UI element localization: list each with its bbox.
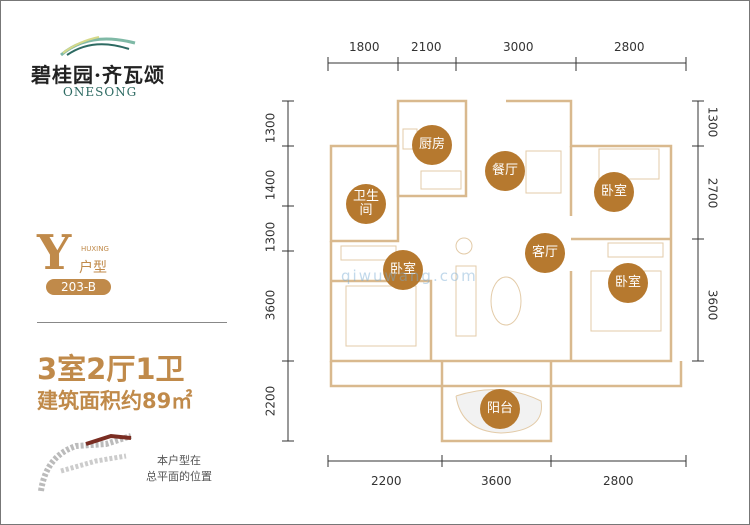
unit-type-huxing: HUXING bbox=[81, 245, 109, 253]
site-plan-thumbnail bbox=[38, 433, 132, 492]
location-note-line2: 总平面的位置 bbox=[146, 470, 212, 483]
feather-logo-icon bbox=[60, 36, 136, 57]
dim-left-1: 1300 bbox=[263, 112, 278, 144]
dim-right-1: 1300 bbox=[705, 106, 720, 138]
room-label-bedroom-right-top: 卧室 bbox=[594, 172, 634, 212]
room-label-bedroom-left: 卧室 bbox=[383, 250, 423, 290]
room-label-bedroom-right-bottom: 卧室 bbox=[608, 263, 648, 303]
dim-left-5: 2200 bbox=[263, 385, 278, 417]
dim-left-3: 1300 bbox=[263, 221, 278, 253]
location-note-line1: 本户型在 bbox=[157, 454, 201, 467]
room-count: 3室2厅1卫 bbox=[37, 352, 185, 386]
dim-right-2: 2700 bbox=[705, 177, 720, 209]
unit-type-label: 户型 bbox=[79, 260, 107, 276]
bath-line1: 卫生 bbox=[352, 189, 379, 204]
room-label-dining: 餐厅 bbox=[485, 151, 525, 191]
dim-bottom-1: 2200 bbox=[371, 474, 402, 488]
unit-code-badge: 203-B bbox=[46, 279, 111, 295]
room-label-living: 客厅 bbox=[525, 233, 565, 273]
dim-right-3: 3600 bbox=[705, 289, 720, 321]
unit-type-letter: Y bbox=[37, 225, 72, 281]
building-area: 建筑面积约89㎡ bbox=[37, 389, 193, 413]
dim-bottom-2: 3600 bbox=[481, 474, 512, 488]
room-label-balcony: 阳台 bbox=[480, 389, 520, 429]
brand-logo-en: ONESONG bbox=[63, 85, 138, 99]
dimension-lines bbox=[282, 57, 704, 467]
dim-left-4: 3600 bbox=[263, 289, 278, 321]
dim-top-3: 3000 bbox=[503, 40, 534, 54]
dim-top-1: 1800 bbox=[349, 40, 380, 54]
dim-bottom-3: 2800 bbox=[603, 474, 634, 488]
dim-top-4: 2800 bbox=[614, 40, 645, 54]
room-label-kitchen: 厨房 bbox=[412, 125, 452, 165]
dim-left-2: 1400 bbox=[263, 169, 278, 201]
bath-line2: 间 bbox=[359, 203, 373, 218]
watermark: qiwuwang.com bbox=[341, 267, 478, 285]
dim-top-2: 2100 bbox=[411, 40, 442, 54]
room-label-bathroom: 卫生间 bbox=[346, 184, 386, 224]
divider bbox=[37, 322, 227, 323]
location-note: 本户型在 总平面的位置 bbox=[146, 453, 212, 485]
walls bbox=[329, 99, 683, 443]
brand-logo-cn: 碧桂园·齐瓦颂 bbox=[31, 63, 165, 87]
